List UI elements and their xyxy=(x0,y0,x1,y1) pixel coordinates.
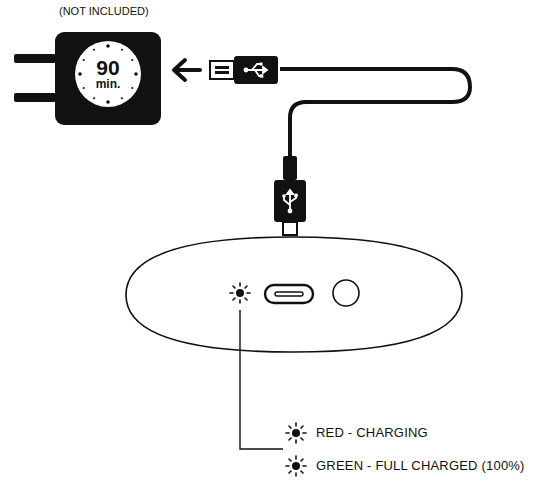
legend-text: RED - CHARGING xyxy=(316,425,428,440)
led-sample xyxy=(286,456,306,476)
usb-c-port xyxy=(265,285,313,303)
charger-prong xyxy=(14,54,56,63)
timer-value: 90 xyxy=(96,57,119,78)
usb-c-strain-relief xyxy=(283,156,297,180)
charger-note: (NOT INCLUDED) xyxy=(59,5,149,17)
led-indicator xyxy=(230,283,250,303)
charger-prong xyxy=(14,93,56,102)
leader-line xyxy=(240,310,283,449)
wall-charger: (NOT INCLUDED)90min. xyxy=(55,32,161,125)
timer-dial: 90min. xyxy=(75,41,141,107)
usb-cable xyxy=(280,69,470,158)
usb-a-plug xyxy=(234,56,278,84)
timer-unit: min. xyxy=(96,78,121,91)
led-sample xyxy=(286,423,306,443)
plug-in-arrow xyxy=(174,60,200,80)
usb-a-connector xyxy=(210,61,234,79)
usb-c-plug xyxy=(274,180,306,222)
legend-text: GREEN - FULL CHARGED (100%) xyxy=(316,458,525,473)
device-housing xyxy=(126,237,462,352)
usb-c-connector xyxy=(283,222,297,235)
power-button xyxy=(333,280,359,306)
